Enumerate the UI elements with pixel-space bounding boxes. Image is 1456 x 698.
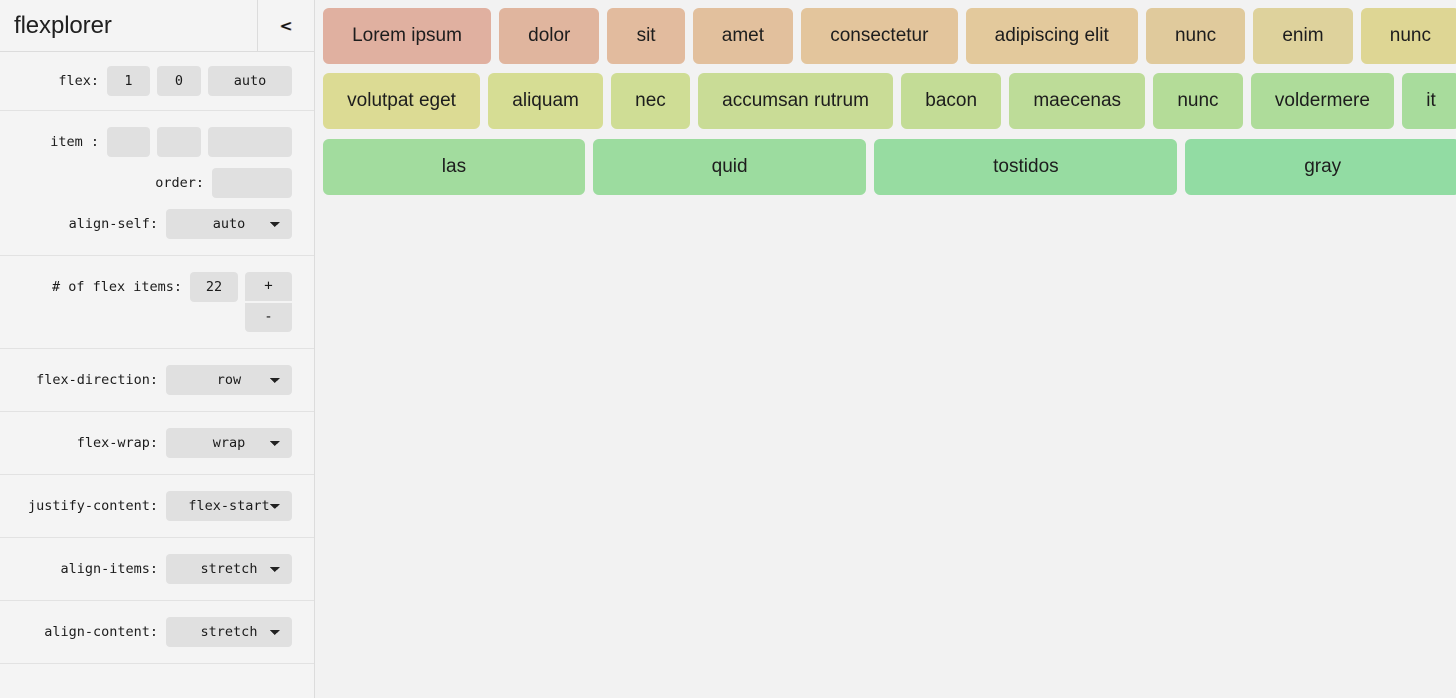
- increment-button[interactable]: +: [245, 272, 292, 301]
- item-grow-input[interactable]: [107, 127, 150, 157]
- flex-item-count-stepper: + -: [245, 272, 292, 332]
- justify-content-label: justify-content:: [27, 498, 158, 514]
- flex-item[interactable]: enim: [1253, 8, 1353, 64]
- flex-item[interactable]: aliquam: [488, 73, 604, 130]
- flex-item[interactable]: quid: [592, 138, 867, 195]
- align-content-select[interactable]: flex-startflex-endcenterspace-betweenspa…: [166, 617, 292, 647]
- flex-item[interactable]: volutpat eget: [323, 73, 481, 130]
- flex-item[interactable]: maecenas: [1009, 73, 1146, 130]
- justify-content-select[interactable]: flex-startflex-endcenterspace-betweenspa…: [166, 491, 292, 521]
- sidebar-collapse-button[interactable]: <: [257, 0, 314, 51]
- flex-item[interactable]: it: [1402, 73, 1456, 130]
- flex-item[interactable]: sit: [607, 8, 685, 64]
- item-label: item :: [50, 134, 99, 150]
- flex-wrap-row: flex-wrap: nowrapwrapwrap-reverse: [0, 412, 314, 475]
- order-input[interactable]: [212, 168, 292, 198]
- flex-item-count-label: # of flex items:: [51, 279, 182, 295]
- flex-item[interactable]: nunc: [1145, 8, 1246, 64]
- align-self-label: align-self:: [68, 216, 158, 232]
- order-label: order:: [155, 175, 204, 191]
- sidebar-header: flexplorer <: [0, 0, 314, 52]
- flex-item[interactable]: las: [323, 138, 585, 195]
- flex-direction-row: flex-direction: rowrow-reversecolumncolu…: [0, 349, 314, 412]
- align-items-label: align-items:: [60, 561, 158, 577]
- flex-item-count-row: # of flex items: + -: [0, 256, 314, 349]
- flex-grow-input[interactable]: [107, 66, 150, 96]
- flex-item[interactable]: accumsan rutrum: [697, 73, 894, 130]
- align-content-label: align-content:: [44, 624, 158, 640]
- justify-content-row: justify-content: flex-startflex-endcente…: [0, 475, 314, 538]
- flex-direction-select[interactable]: rowrow-reversecolumncolumn-reverse: [166, 365, 292, 395]
- flex-item[interactable]: adipiscing elit: [965, 8, 1138, 64]
- flex-item[interactable]: voldermere: [1250, 73, 1395, 130]
- flex-item-count-input[interactable]: [190, 272, 238, 302]
- item-shrink-input[interactable]: [157, 127, 201, 157]
- flex-item[interactable]: nunc: [1360, 8, 1456, 64]
- flex-item-count-controls: + -: [190, 272, 292, 332]
- item-settings-group: item : order: align-self: autoflex-start…: [0, 111, 314, 256]
- sidebar: flexplorer < flex: item :: [0, 0, 315, 698]
- align-items-select[interactable]: flex-startflex-endcenterbaselinestretch: [166, 554, 292, 584]
- flex-item[interactable]: tostidos: [874, 138, 1178, 195]
- flex-wrap-select[interactable]: nowrapwrapwrap-reverse: [166, 428, 292, 458]
- flex-item[interactable]: Lorem ipsum: [323, 8, 492, 64]
- align-self-select[interactable]: autoflex-startflex-endcenterbaselinestre…: [166, 209, 292, 239]
- flex-item[interactable]: consectetur: [801, 8, 958, 64]
- flex-wrap-label: flex-wrap:: [76, 435, 158, 451]
- flex-item[interactable]: gray: [1185, 138, 1456, 195]
- flex-direction-label: flex-direction:: [36, 372, 158, 388]
- align-self-row: align-self: autoflex-startflex-endcenter…: [69, 209, 292, 239]
- align-content-row: align-content: flex-startflex-endcenters…: [0, 601, 314, 664]
- item-basis-input[interactable]: [208, 127, 292, 157]
- flex-item[interactable]: nunc: [1153, 73, 1243, 130]
- flex-shrink-input[interactable]: [157, 66, 201, 96]
- flex-inputs: [107, 66, 292, 96]
- align-items-row: align-items: flex-startflex-endcenterbas…: [0, 538, 314, 601]
- flex-item[interactable]: dolor: [499, 8, 600, 64]
- order-row: order:: [155, 168, 292, 198]
- flex-item[interactable]: bacon: [901, 73, 1002, 130]
- item-row: item :: [50, 127, 292, 157]
- app-title: flexplorer: [14, 11, 112, 39]
- item-inputs: [107, 127, 292, 157]
- flex-shorthand-row: flex:: [0, 52, 314, 111]
- flex-item[interactable]: amet: [692, 8, 794, 64]
- flex-item[interactable]: nec: [611, 73, 690, 130]
- flex-label: flex:: [58, 73, 99, 89]
- chevron-left-icon: <: [279, 16, 293, 35]
- flex-basis-input[interactable]: [208, 66, 292, 96]
- decrement-button[interactable]: -: [245, 303, 292, 332]
